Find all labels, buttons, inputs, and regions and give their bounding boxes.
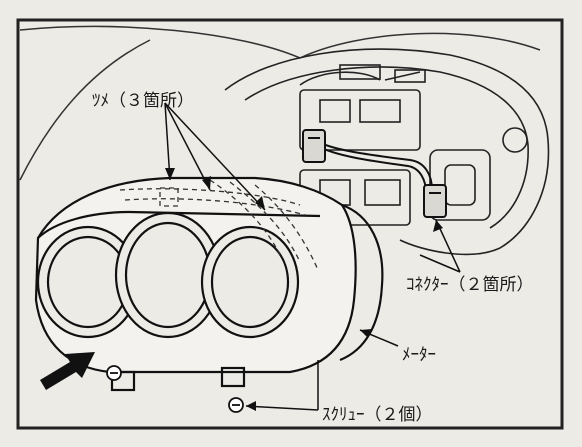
dashboard-left-edge xyxy=(19,39,151,181)
leader-arrowheads xyxy=(165,168,443,411)
meter-housing xyxy=(34,176,384,392)
screw-label: ｽｸﾘｭｰ（２個） xyxy=(322,405,433,425)
hidden-clips xyxy=(119,179,319,271)
tabs-label: ﾂﾒ（３箇所） xyxy=(92,91,194,111)
leader-lines xyxy=(164,102,461,411)
connector-harness xyxy=(302,129,447,218)
removal-direction-arrow xyxy=(40,352,95,390)
connector-label: ｺﾈｸﾀｰ（２箇所） xyxy=(406,275,534,295)
dashboard-outline xyxy=(19,25,541,59)
screws xyxy=(106,365,244,413)
meter-label: ﾒｰﾀｰ xyxy=(402,345,436,365)
diagram-frame xyxy=(16,18,564,430)
